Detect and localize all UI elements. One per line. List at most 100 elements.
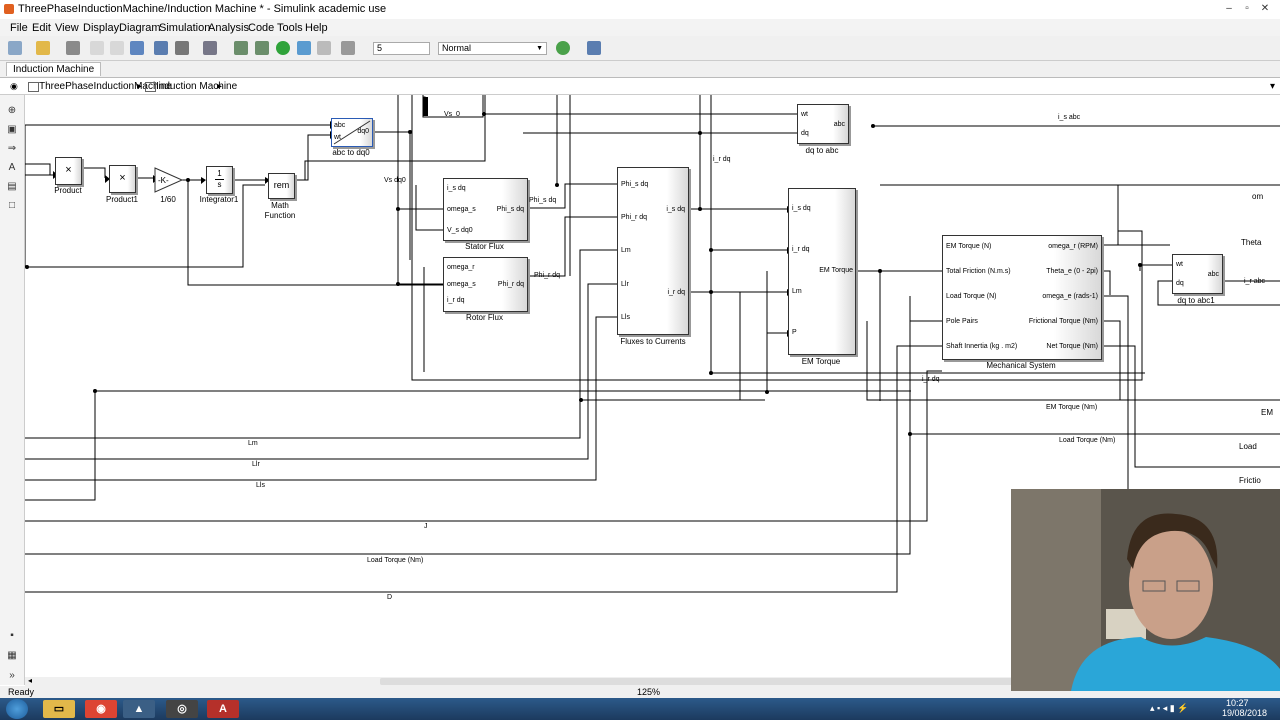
zoom-icon[interactable]: ⊕ (7, 105, 17, 116)
start-button[interactable] (6, 699, 28, 719)
stop-time-input[interactable]: 5 (373, 42, 430, 55)
breadcrumb-model[interactable]: ThreePhaseInductionMachine (39, 81, 172, 92)
camera-icon[interactable]: ▪ (10, 630, 14, 641)
matlab-logo-icon (4, 4, 14, 14)
signal-label-load-torque: Load Torque (Nm) (367, 557, 424, 564)
tab-induction-machine[interactable]: Induction Machine (6, 62, 102, 76)
integrator-numerator: 1 (217, 169, 222, 178)
product1-block[interactable]: × (109, 165, 136, 193)
port-dq: dq (801, 130, 809, 137)
scope-icon[interactable] (341, 41, 355, 55)
product1-symbol: × (119, 172, 126, 184)
port-llr: Llr (621, 281, 629, 288)
image-icon[interactable]: ▤ (7, 181, 17, 192)
math-function-block[interactable]: rem (268, 173, 295, 199)
menu-tools[interactable]: Tools (277, 22, 303, 34)
grid-options-icon[interactable] (587, 41, 601, 55)
abc-to-dq0-block[interactable]: abc wt dq0 (331, 118, 373, 147)
port-em-torque: EM Torque (N) (946, 243, 992, 250)
new-model-icon[interactable] (8, 41, 22, 55)
gain-block[interactable]: -K- (154, 167, 184, 193)
product-block[interactable]: × (55, 157, 82, 185)
dq-to-abc1-block[interactable]: wt dq abc (1172, 254, 1223, 294)
signal-label-omega: om (1252, 192, 1264, 201)
area-icon[interactable]: □ (8, 200, 16, 211)
obs-icon[interactable]: ◎ (166, 700, 198, 718)
rotor-flux-block[interactable]: omega_r omega_s i_r dq Phi_r dq (443, 257, 528, 312)
simulation-mode-select[interactable]: Normal ▼ (438, 42, 547, 55)
restore-button[interactable]: ▫ (1245, 3, 1249, 14)
forward-arrow-icon[interactable] (110, 41, 124, 55)
up-arrow-icon[interactable] (130, 41, 144, 55)
fluxes-to-currents-block[interactable]: Phi_s dq Phi_r dq Lm Llr Lls i_s dq i_r … (617, 167, 689, 335)
run-icon[interactable] (276, 41, 290, 55)
expand-icon[interactable]: » (9, 670, 15, 681)
chrome-icon[interactable]: ◉ (85, 700, 117, 718)
scrollbar-thumb[interactable] (380, 678, 1200, 685)
fluxes-to-currents-label: Fluxes to Currents (620, 337, 686, 346)
menu-help[interactable]: Help (305, 22, 328, 34)
model-explorer-icon[interactable] (203, 41, 217, 55)
hide-explorer-icon[interactable]: ◉ (10, 81, 18, 91)
math-function-symbol: rem (273, 180, 290, 190)
clock-date[interactable]: 19/08/2018 (1222, 708, 1268, 718)
step-forward-icon[interactable] (297, 41, 311, 55)
scroll-left-icon[interactable]: ◂ (28, 676, 33, 685)
mechanical-system-block[interactable]: EM Torque (N) Total Friction (N.m.s) Loa… (942, 235, 1102, 360)
open-folder-icon[interactable] (36, 41, 50, 55)
chevron-down-icon: ▼ (536, 45, 543, 52)
step-back-icon[interactable] (234, 41, 248, 55)
dq-to-abc-block[interactable]: wt dq abc (797, 104, 849, 144)
port-omega-s: omega_s (447, 206, 476, 213)
port-omega-r: omega_r (447, 264, 475, 271)
step-prev-icon[interactable] (255, 41, 269, 55)
minimize-button[interactable]: – (1226, 3, 1232, 14)
system-tray-icons[interactable]: ▴ ▪ ◂ ▮ ⚡ (1150, 703, 1189, 713)
product-label: Product (54, 186, 82, 195)
rotor-flux-label: Rotor Flux (466, 313, 503, 322)
signal-label-vs-dq0: Vs dq0 (384, 177, 406, 184)
save-icon[interactable] (66, 41, 80, 55)
annotation-icon[interactable]: A (8, 162, 16, 173)
menu-diagram[interactable]: Diagram (119, 22, 161, 34)
signal-label-theta: Theta (1241, 238, 1262, 247)
clock-time[interactable]: 10:27 (1226, 698, 1249, 708)
webcam-person-image (1011, 489, 1280, 691)
horizontal-scrollbar[interactable]: ◂ (25, 676, 1280, 686)
arrow-right-icon[interactable]: ⇒ (7, 143, 17, 154)
close-button[interactable]: ✕ (1260, 3, 1270, 14)
back-arrow-icon[interactable] (90, 41, 104, 55)
chevron-down-icon[interactable]: ▾ (1270, 81, 1276, 92)
matlab-icon[interactable]: ▲ (123, 700, 155, 718)
menu-display[interactable]: Display (83, 22, 120, 34)
toolbar: 5 Normal ▼ (0, 36, 1280, 61)
properties-icon[interactable]: ▦ (7, 650, 17, 661)
menu-file[interactable]: File (10, 22, 28, 34)
port-theta-e: Theta_e (0 - 2pi) (1046, 268, 1098, 275)
signal-label-lm: Lm (248, 440, 258, 447)
signal-label-phi-s-dq: Phi_s dq (529, 197, 557, 204)
library-browser-icon[interactable] (154, 41, 168, 55)
port-omega-r: omega_r (RPM) (1048, 243, 1098, 250)
fit-view-icon[interactable]: ▣ (7, 124, 17, 135)
abc-to-dq0-label: abc to dq0 (332, 148, 370, 157)
stop-icon[interactable] (317, 41, 331, 55)
port-shaft-inertia: Shaft Innertia (kg . m2) (946, 343, 1018, 350)
menu-simulation[interactable]: Simulation (159, 22, 211, 34)
acrobat-icon[interactable]: A (207, 700, 239, 718)
gear-icon[interactable] (175, 41, 189, 55)
model-advisor-icon[interactable] (556, 41, 570, 55)
stator-flux-block[interactable]: i_s dq omega_s V_s dq0 Phi_s dq (443, 178, 528, 241)
menu-view[interactable]: View (55, 22, 79, 34)
math-function-label: Math Function (264, 201, 296, 220)
menu-edit[interactable]: Edit (32, 22, 51, 34)
mechanical-system-label: Mechanical System (986, 361, 1056, 370)
em-torque-block[interactable]: i_s dq i_r dq Lm P EM Torque (788, 188, 856, 355)
port-abc: abc (1207, 271, 1219, 278)
menu-analysis[interactable]: Analysis (208, 22, 249, 34)
integrator1-block[interactable]: 1 s (206, 166, 233, 194)
file-explorer-icon[interactable]: ▭ (43, 700, 75, 718)
dq-to-abc-label: dq to abc (805, 146, 839, 155)
menu-code[interactable]: Code (248, 22, 275, 34)
breadcrumb-subsystem[interactable]: Induction Machine (156, 81, 238, 92)
